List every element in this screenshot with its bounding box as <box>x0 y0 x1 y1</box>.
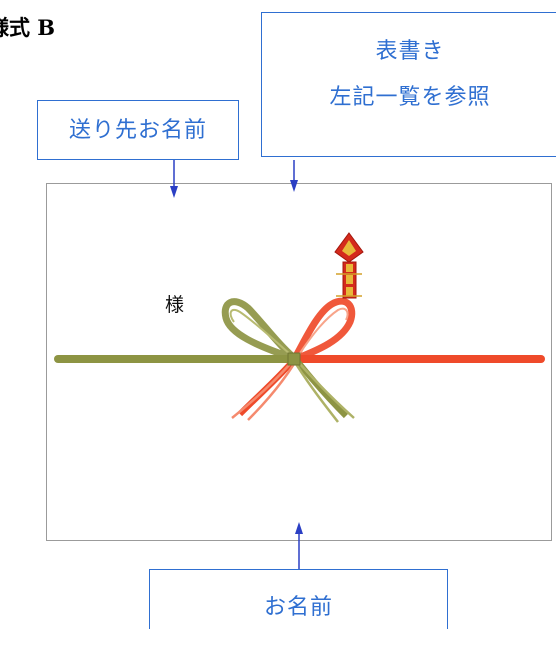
front-inscription-line2: 左記一覧を参照 <box>329 85 491 110</box>
front-inscription-callout: 表書き 左記一覧を参照 <box>261 12 556 157</box>
sender-name-callout: お名前 <box>149 569 448 629</box>
sender-arrow <box>295 522 303 570</box>
front-inscription-arrow <box>290 160 298 192</box>
mizuhiki-right-loop <box>292 297 356 362</box>
mizuhiki-knot <box>287 352 301 366</box>
front-inscription-line1: 表書き <box>375 39 445 64</box>
mizuhiki-red-tail <box>231 360 296 421</box>
mizuhiki-olive-tail <box>294 360 355 423</box>
mizuhiki-left-loop <box>221 298 295 361</box>
noshi-illustration <box>54 160 545 570</box>
recipient-name-callout: 送り先お名前 <box>37 100 239 160</box>
recipient-arrow <box>170 160 178 198</box>
honorific-label: 様 <box>165 294 185 316</box>
form-title: 様式 B <box>0 15 56 40</box>
noshi-ornament <box>334 232 364 299</box>
